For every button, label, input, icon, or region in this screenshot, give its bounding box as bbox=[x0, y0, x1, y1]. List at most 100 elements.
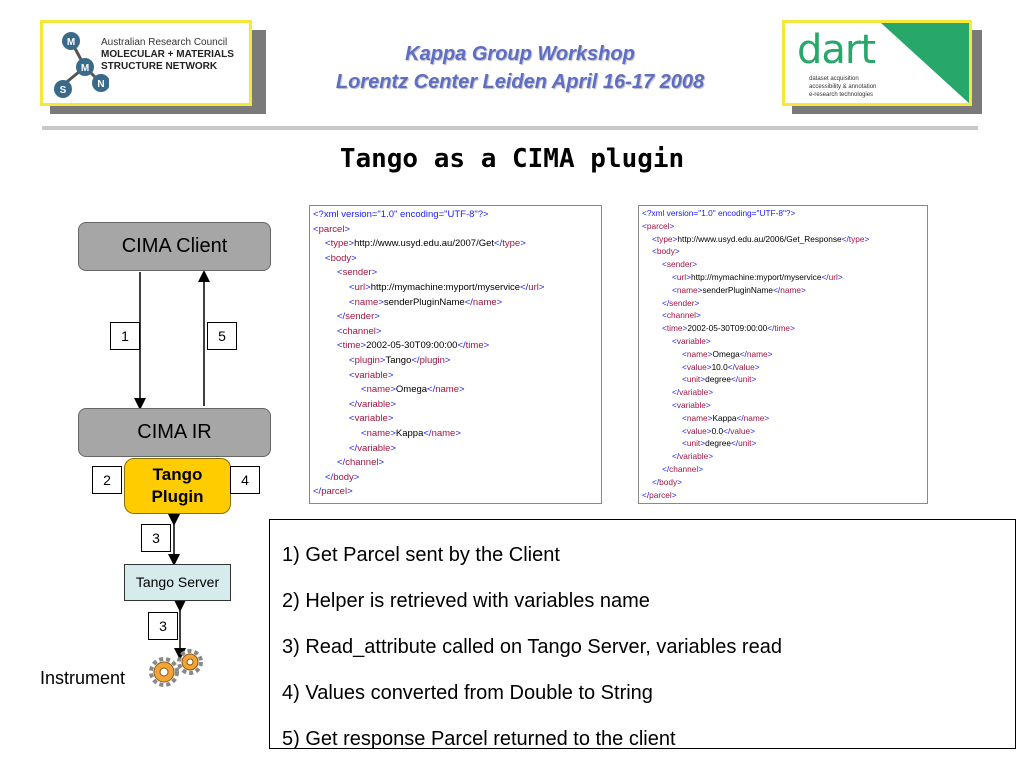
xml-bracket: </ bbox=[662, 297, 670, 308]
xml-tag-name: variable bbox=[357, 398, 391, 410]
xml-bracket: < bbox=[349, 354, 355, 366]
xml-tag-name: name bbox=[472, 296, 497, 308]
xml-line: </channel> bbox=[313, 456, 598, 471]
xml-tag-name: channel bbox=[345, 457, 379, 469]
xml-tag-name: variable bbox=[357, 442, 391, 454]
xml-line: </channel> bbox=[642, 463, 924, 476]
xml-bracket: > bbox=[360, 340, 367, 352]
xml-line: <variable> bbox=[313, 369, 598, 384]
xml-bracket: > bbox=[677, 476, 683, 487]
xml-bracket: </ bbox=[767, 323, 775, 334]
xml-tag-name: body bbox=[659, 476, 678, 487]
xml-bracket: < bbox=[349, 296, 355, 308]
xml-bracket: > bbox=[754, 361, 760, 372]
xml-bracket: < bbox=[662, 259, 667, 270]
xml-line: <?xml version="1.0" encoding="UTF-8"?> bbox=[313, 208, 598, 223]
tango-plugin-line2: Plugin bbox=[151, 487, 204, 506]
xml-bracket: > bbox=[694, 297, 700, 308]
molecule-icon: M M S N bbox=[54, 32, 109, 98]
xml-tag-name: unit bbox=[738, 438, 752, 449]
xml-bracket: <?xml version="1.0" encoding="UTF-8"?> bbox=[313, 209, 489, 220]
xml-bracket: </ bbox=[841, 233, 849, 244]
xml-bracket: </ bbox=[773, 284, 781, 295]
xml-bracket: < bbox=[337, 325, 343, 337]
dart-tagline: dataset acquisition accessibility & anno… bbox=[809, 75, 876, 99]
xml-text: Omega bbox=[395, 384, 428, 396]
xml-bracket: < bbox=[682, 425, 687, 436]
xml-bracket: > bbox=[700, 438, 706, 449]
xml-bracket: > bbox=[379, 354, 386, 366]
xml-line: <variable> bbox=[642, 399, 924, 412]
step-label-3a: 3 bbox=[141, 524, 171, 552]
xml-bracket: < bbox=[672, 271, 677, 282]
xml-tag-name: sender bbox=[666, 259, 693, 270]
xml-bracket: < bbox=[682, 412, 687, 423]
xml-bracket: > bbox=[707, 348, 713, 359]
xml-bracket: > bbox=[378, 457, 385, 469]
xml-bracket: > bbox=[674, 246, 680, 257]
xml-bracket: > bbox=[344, 223, 350, 235]
xml-tag-name: name bbox=[686, 412, 708, 423]
xml-tag-name: type bbox=[848, 233, 865, 244]
xml-bracket: </ bbox=[672, 387, 680, 398]
xml-request-panel: <?xml version="1.0" encoding="UTF-8"?> <p… bbox=[309, 205, 602, 504]
xml-line: <parcel> bbox=[313, 223, 598, 238]
xml-tag-name: name bbox=[780, 284, 801, 295]
dart-tagline-line2: accessibility & annotation bbox=[809, 84, 877, 90]
xml-line: <sender> bbox=[313, 266, 598, 281]
xml-bracket: < bbox=[313, 223, 319, 235]
xml-tag-name: parcel bbox=[649, 489, 672, 500]
xml-bracket: </ bbox=[821, 271, 829, 282]
xml-tag-name: variable bbox=[354, 369, 388, 381]
xml-bracket: </ bbox=[494, 238, 503, 250]
xml-bracket: > bbox=[672, 233, 678, 244]
xml-bracket: > bbox=[455, 427, 461, 439]
xml-bracket: </ bbox=[313, 486, 322, 498]
xml-text: http://mymachine:myport/myservice bbox=[370, 281, 521, 293]
xml-bracket: > bbox=[387, 369, 394, 381]
xml-bracket: > bbox=[371, 267, 378, 279]
xml-line: <body> bbox=[642, 245, 924, 258]
xml-text: Tango bbox=[385, 354, 412, 366]
dart-tagline-line3: e-research technologies bbox=[809, 92, 874, 98]
xml-tag-name: time bbox=[465, 340, 484, 352]
xml-bracket: > bbox=[708, 387, 714, 398]
badge-letter-m2: M bbox=[81, 63, 89, 74]
xml-bracket: > bbox=[390, 398, 397, 410]
xml-line: <sender> bbox=[642, 258, 924, 271]
xml-tag-name: body bbox=[330, 252, 352, 264]
xml-tag-name: name bbox=[354, 296, 379, 308]
steps-list: 1) Get Parcel sent by the Client 2) Help… bbox=[269, 519, 1016, 750]
xml-bracket: </ bbox=[464, 296, 473, 308]
xml-bracket: </ bbox=[730, 438, 739, 449]
xml-bracket: < bbox=[337, 340, 343, 352]
xml-bracket: </ bbox=[349, 442, 358, 454]
xml-bracket: > bbox=[708, 451, 714, 462]
xml-bracket: < bbox=[672, 284, 677, 295]
xml-bracket: > bbox=[538, 281, 545, 293]
slide-title: Tango as a CIMA plugin bbox=[339, 144, 685, 174]
workshop-title-line2: Lorentz Center Leiden April 16-17 2008 bbox=[335, 71, 705, 93]
step-label-1: 1 bbox=[110, 322, 140, 350]
xml-bracket: < bbox=[361, 427, 367, 439]
xml-line: <name>Kappa</name> bbox=[313, 427, 598, 442]
xml-bracket: </ bbox=[736, 412, 744, 423]
xml-line: </parcel> bbox=[642, 489, 924, 502]
xml-tag-name: time bbox=[342, 340, 361, 352]
xml-line: </sender> bbox=[313, 310, 598, 325]
step-item-1: 1) Get Parcel sent by the Client bbox=[282, 544, 560, 566]
xml-tag-name: unit bbox=[686, 374, 701, 385]
step-label-3b: 3 bbox=[148, 612, 178, 640]
xml-tag-name: name bbox=[743, 412, 765, 423]
step-item-2: 2) Helper is retrieved with variables na… bbox=[282, 590, 650, 612]
cima-client-box: CIMA Client bbox=[78, 222, 271, 271]
xml-line: <?xml version="1.0" encoding="UTF-8"?> bbox=[642, 207, 924, 220]
xml-tag-name: value bbox=[686, 361, 707, 372]
xml-bracket: > bbox=[365, 281, 371, 293]
xml-tag-name: type bbox=[502, 238, 521, 250]
xml-bracket: </ bbox=[349, 398, 358, 410]
xml-bracket: > bbox=[705, 335, 711, 346]
xml-tag-name: variable bbox=[679, 387, 709, 398]
xml-bracket: > bbox=[444, 354, 451, 366]
xml-line: <plugin>Tango</plugin> bbox=[313, 354, 598, 369]
